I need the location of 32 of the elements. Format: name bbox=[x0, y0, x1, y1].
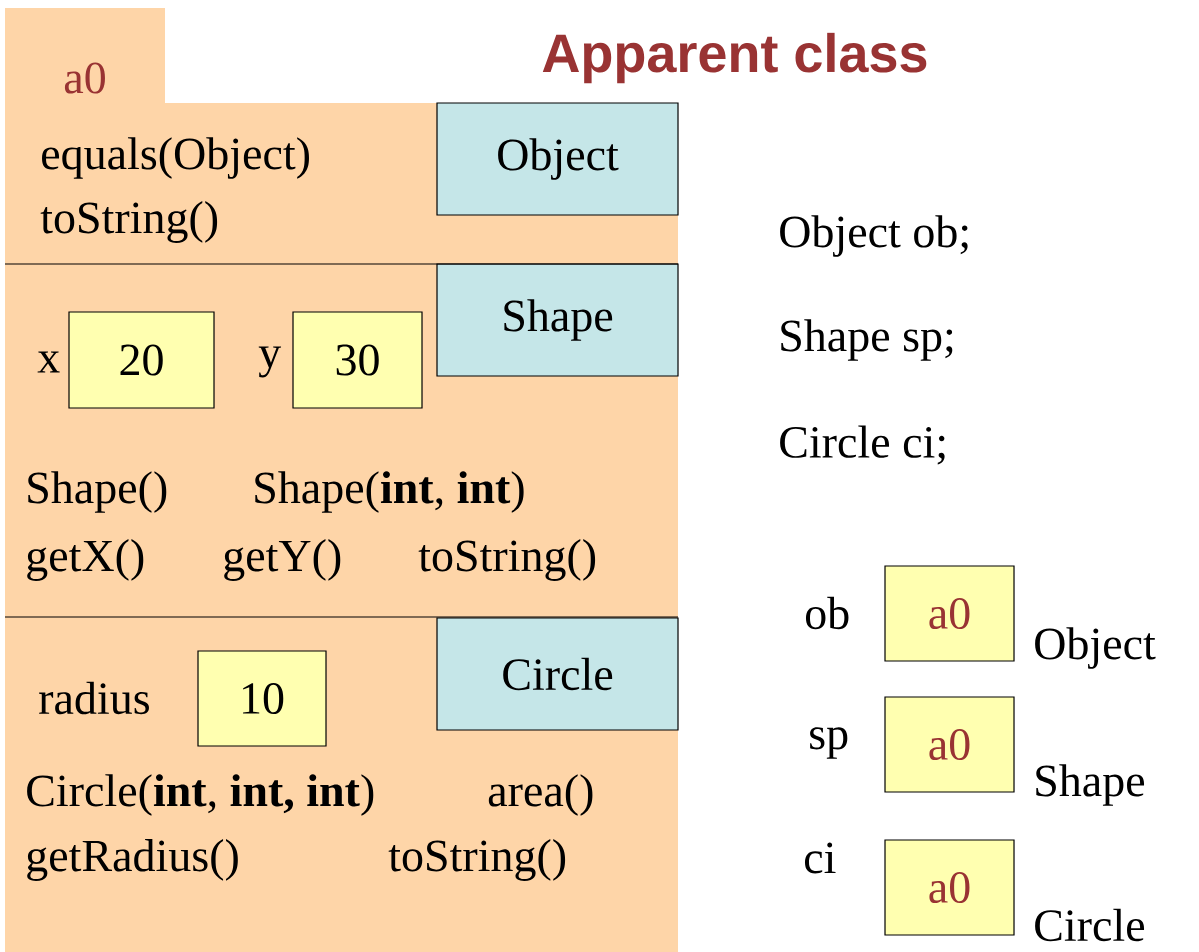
method-signature: Circle(int, int, int) bbox=[27, 774, 374, 816]
variable-label: ob bbox=[805, 596, 849, 630]
class-name-box: Circle bbox=[436, 617, 679, 731]
reference-box: a0 bbox=[884, 565, 1015, 662]
reference-box: a0 bbox=[884, 696, 1015, 793]
method-signature: Shape(int, int) bbox=[255, 471, 524, 513]
method-signature: toString() bbox=[40, 201, 218, 243]
value-box: 20 bbox=[68, 311, 215, 409]
variable-label: y bbox=[258, 346, 282, 378]
class-name-box: Object bbox=[436, 102, 679, 216]
reference-box: a0 bbox=[884, 839, 1015, 936]
variable-label: Object bbox=[1035, 627, 1156, 669]
method-signature: equals(Object) bbox=[42, 137, 309, 179]
declaration: Circle ci; bbox=[780, 425, 945, 465]
variable-label: Circle bbox=[1035, 908, 1145, 942]
declaration: Object ob; bbox=[780, 215, 968, 257]
method-signature: area() bbox=[488, 774, 593, 816]
method-signature: toString() bbox=[388, 839, 566, 881]
value-box: 30 bbox=[292, 311, 423, 409]
class-name-box: Shape bbox=[436, 263, 679, 377]
variable-label: sp bbox=[810, 727, 848, 759]
declaration: Shape sp; bbox=[781, 319, 953, 361]
variable-label: radius bbox=[39, 681, 149, 715]
method-signature: getY() bbox=[224, 539, 341, 581]
variable-label: Shape bbox=[1036, 764, 1145, 806]
method-signature: toString() bbox=[418, 539, 596, 581]
value-box: 10 bbox=[197, 650, 327, 747]
method-signature: Shape() bbox=[28, 471, 167, 513]
method-signature: getRadius() bbox=[27, 839, 238, 881]
variable-label: x bbox=[37, 351, 60, 373]
method-signature: getX() bbox=[27, 539, 144, 581]
variable-label: ci bbox=[804, 842, 836, 874]
